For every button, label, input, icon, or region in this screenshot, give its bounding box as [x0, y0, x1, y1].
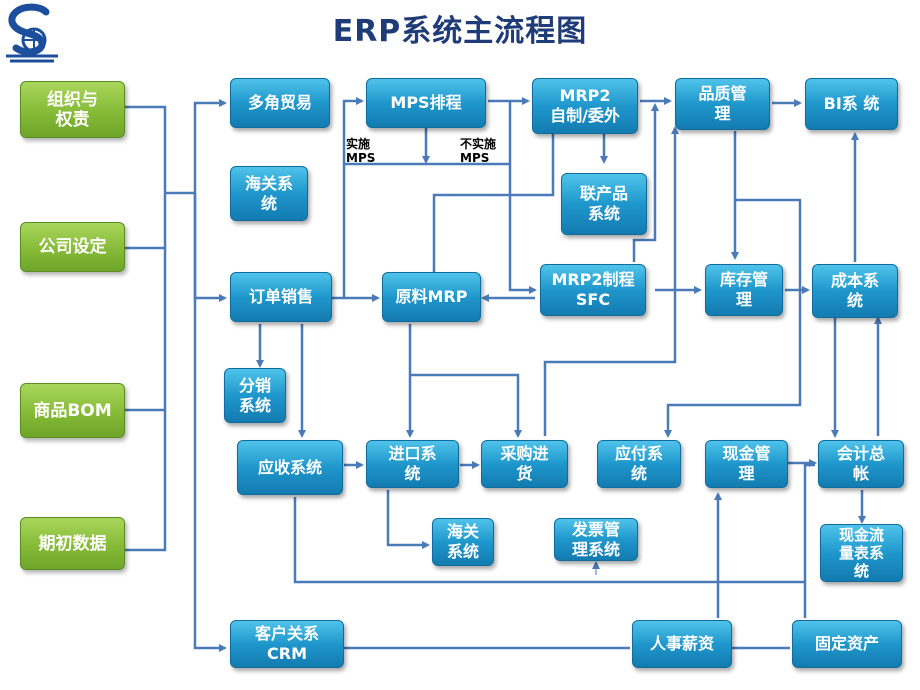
fixed-assets-box[interactable]: 固定资产 — [792, 620, 902, 668]
material-mrp-box[interactable]: 原料MRP — [382, 272, 481, 322]
mrp2-make-outsource-box[interactable]: MRP2 自制/委外 — [532, 78, 638, 134]
cash-management-box[interactable]: 现金管 理 — [705, 440, 788, 488]
import-system-box[interactable]: 进口系 统 — [366, 440, 459, 488]
multi-trade-box[interactable]: 多角贸易 — [230, 78, 330, 128]
payable-system-box[interactable]: 应付系 统 — [597, 440, 681, 488]
distribution-system-box[interactable]: 分销 系统 — [224, 368, 286, 423]
customs-system-box[interactable]: 海关系 统 — [230, 166, 308, 221]
crm-box[interactable]: 客户关系 CRM — [230, 620, 344, 668]
page-title: ERP系统主流程图 — [332, 14, 588, 49]
customs-system-2-box[interactable]: 海关 系统 — [432, 518, 494, 566]
order-sales-box[interactable]: 订单销售 — [230, 272, 332, 322]
inventory-management-box[interactable]: 库存管 理 — [705, 264, 783, 316]
bi-system-box[interactable]: BI系 统 — [805, 78, 898, 130]
initial-data-box[interactable]: 期初数据 — [20, 517, 125, 570]
company-settings-box[interactable]: 公司设定 — [20, 222, 125, 272]
receivable-system-box[interactable]: 应收系统 — [237, 440, 343, 495]
implement-mps-note: 实施 MPS — [346, 137, 376, 165]
invoice-management-box[interactable]: 发票管 理系统 — [554, 518, 638, 561]
coproduct-system-box[interactable]: 联产品 系统 — [561, 173, 647, 235]
cost-system-box[interactable]: 成本系 统 — [812, 264, 898, 318]
mrp2-sfc-box[interactable]: MRP2制程 SFC — [540, 264, 646, 316]
mps-scheduling-box[interactable]: MPS排程 — [366, 78, 486, 128]
no-implement-mps-note: 不实施 MPS — [460, 137, 497, 165]
hr-payroll-box[interactable]: 人事薪资 — [632, 620, 732, 668]
cash-flow-statement-box[interactable]: 现金流 量表系 统 — [820, 524, 903, 582]
product-bom-box[interactable]: 商品BOM — [20, 383, 125, 438]
company-logo-icon — [2, 2, 62, 64]
general-ledger-box[interactable]: 会计总 帐 — [818, 440, 904, 488]
quality-management-box[interactable]: 品质管 理 — [675, 78, 770, 130]
purchase-receiving-box[interactable]: 采购进 货 — [481, 440, 568, 488]
org-authority-box[interactable]: 组织与 权责 — [20, 81, 125, 138]
